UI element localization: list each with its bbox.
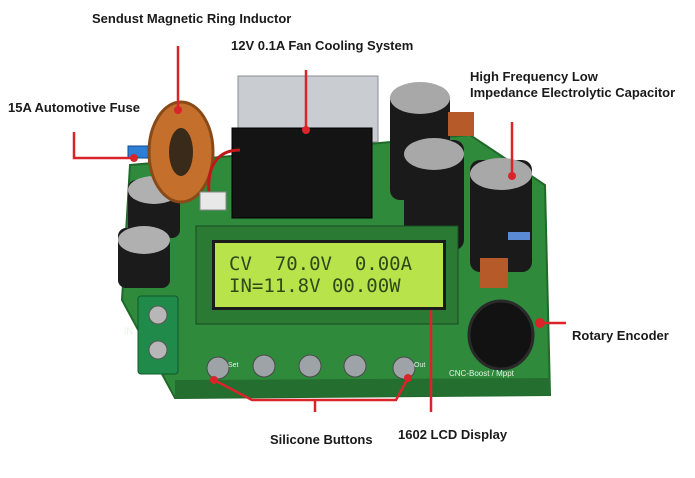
lcd-line-1: CV 70.0V 0.00A	[229, 253, 413, 275]
fan	[231, 127, 373, 219]
label-capacitor-line1: High Frequency Low	[470, 69, 598, 84]
button-left[interactable]	[252, 354, 276, 378]
capacitor-top	[470, 158, 532, 190]
terminal-screw	[148, 305, 168, 325]
fan-connector	[199, 191, 227, 211]
label-encoder: Rotary Encoder	[572, 328, 669, 343]
lcd-screen: CV 70.0V 0.00A IN=11.8V 00.00W	[212, 240, 446, 310]
button-set[interactable]	[206, 356, 230, 380]
button-mem[interactable]	[343, 354, 367, 378]
capacitor-large	[470, 160, 532, 272]
film-capacitor	[448, 112, 474, 136]
pointer-lines	[72, 46, 566, 412]
silk-model: CNC-Boost / Mppt	[449, 369, 514, 378]
capacitor-top	[118, 226, 170, 254]
label-inductor: Sendust Magnetic Ring Inductor	[92, 11, 292, 26]
label-lcd: 1602 LCD Display	[398, 427, 508, 442]
label-buttons: Silicone Buttons	[270, 432, 373, 447]
capacitor-top	[390, 82, 450, 114]
buttons-row	[206, 354, 416, 380]
label-fuse: 15A Automotive Fuse	[8, 100, 140, 115]
pcb-shade	[175, 378, 550, 398]
terminal-screw	[148, 340, 168, 360]
silk-set: Set	[228, 362, 239, 369]
rotary-encoder-knob[interactable]	[467, 299, 535, 371]
label-fan: 12V 0.1A Fan Cooling System	[231, 38, 414, 53]
film-capacitor	[480, 258, 508, 288]
button-out[interactable]	[392, 356, 416, 380]
inductor-core	[169, 128, 193, 176]
label-capacitor-line2: Impedance Electrolytic Capacitor	[470, 85, 676, 100]
silk-in: IN	[124, 326, 133, 336]
terminal-block	[137, 295, 179, 375]
lcd-line-2: IN=11.8V 00.00W	[229, 275, 401, 297]
button-right[interactable]	[298, 354, 322, 378]
resistor	[508, 232, 530, 240]
capacitor-top	[404, 138, 464, 170]
silk-out: Out	[414, 362, 426, 369]
